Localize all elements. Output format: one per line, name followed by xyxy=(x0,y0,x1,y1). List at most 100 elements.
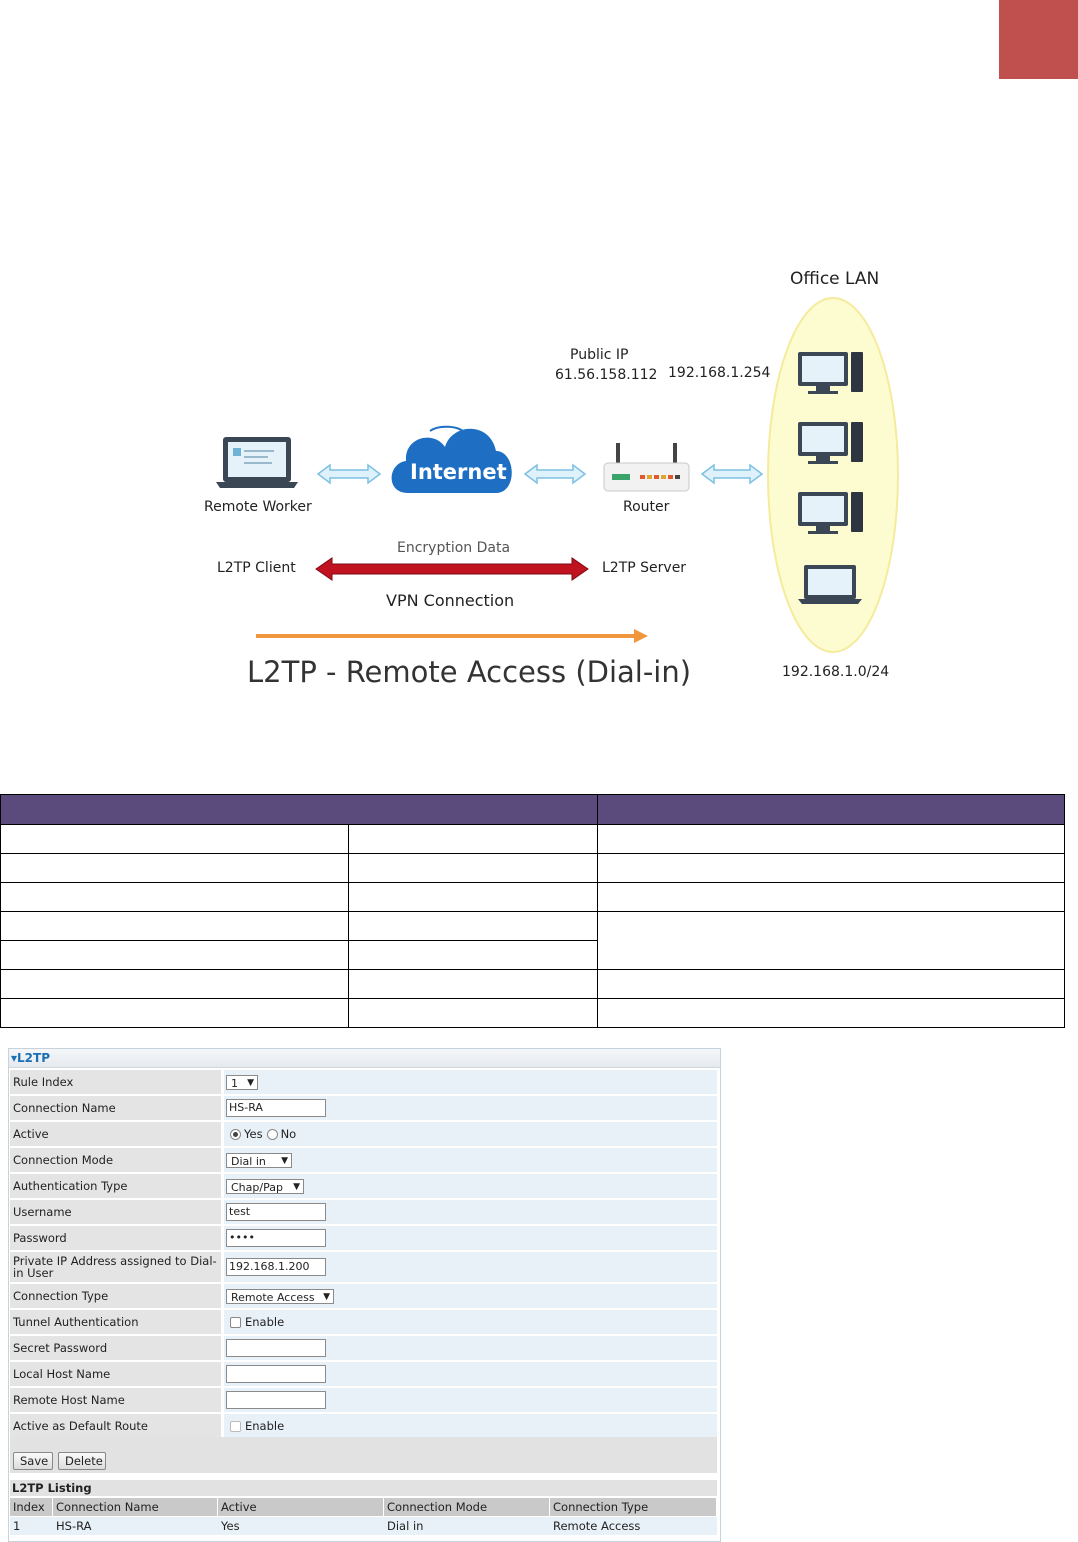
table-row xyxy=(0,998,1065,1028)
connection-type-select[interactable]: Remote Access▼ xyxy=(226,1288,334,1304)
table-cell xyxy=(0,824,349,854)
local-host-label: Local Host Name xyxy=(10,1362,221,1386)
table-cell xyxy=(597,998,1065,1028)
row-secret-password: Secret Password xyxy=(10,1336,717,1360)
connection-mode-select[interactable]: Dial in▼ xyxy=(226,1152,292,1168)
dropdown-arrow-icon: ▼ xyxy=(281,1155,288,1166)
desktop-icon-1 xyxy=(798,352,863,394)
row-auth-type: Authentication Type Chap/Pap▼ xyxy=(10,1174,717,1198)
password-label: Password xyxy=(10,1226,221,1250)
public-ip-label: Public IP xyxy=(570,347,629,363)
row-default-route: Active as Default Route Enable xyxy=(10,1414,717,1438)
header-cell-right xyxy=(597,794,1065,825)
cell-connection-name: HS-RA xyxy=(53,1517,218,1535)
flow-arrow xyxy=(256,629,648,643)
l2tp-diagram: Office LAN Public IP 61.56.158.112 192.1… xyxy=(190,255,910,705)
table-cell xyxy=(597,824,1065,854)
encryption-label: Encryption Data xyxy=(397,540,511,556)
table-cell xyxy=(0,969,349,999)
dropdown-arrow-icon: ▼ xyxy=(293,1181,300,1192)
table-cell xyxy=(0,882,349,912)
table-cell xyxy=(0,998,349,1028)
subnet-label: 192.168.1.0/24 xyxy=(782,664,890,680)
table-cell xyxy=(597,911,1065,970)
local-host-input[interactable] xyxy=(226,1365,326,1383)
collapse-triangle-icon: ▾ xyxy=(11,1051,18,1065)
row-remote-host: Remote Host Name xyxy=(10,1388,717,1412)
l2tp-section-header[interactable]: ▾L2TP xyxy=(9,1049,720,1068)
double-arrow-1 xyxy=(316,463,382,485)
table-cell xyxy=(348,853,598,883)
secret-password-input[interactable] xyxy=(226,1339,326,1357)
username-input[interactable]: test xyxy=(226,1203,326,1221)
row-rule-index: Rule Index 1▼ xyxy=(10,1070,717,1094)
router-label: Router xyxy=(623,499,670,515)
remote-host-label: Remote Host Name xyxy=(10,1388,221,1412)
internet-label: Internet xyxy=(410,460,507,484)
table-row xyxy=(0,853,1065,883)
cell-index: 1 xyxy=(10,1517,53,1535)
active-yes-label: Yes xyxy=(244,1127,263,1141)
corner-tab xyxy=(999,0,1078,79)
save-button[interactable]: Save xyxy=(13,1452,53,1470)
table-cell xyxy=(597,853,1065,883)
delete-button[interactable]: Delete xyxy=(58,1452,106,1470)
connection-name-label: Connection Name xyxy=(10,1096,221,1120)
cell-connection-type: Remote Access xyxy=(550,1517,717,1535)
rule-index-label: Rule Index xyxy=(10,1070,221,1094)
vpn-arrow xyxy=(315,557,589,581)
col-header-active: Active xyxy=(218,1498,384,1516)
active-no-label: No xyxy=(280,1127,297,1141)
connection-type-label: Connection Type xyxy=(10,1284,221,1308)
vpn-connection-label: VPN Connection xyxy=(386,591,515,610)
table-cell xyxy=(0,940,349,970)
private-ip-label: Private IP Address assigned to Dial-in U… xyxy=(10,1252,221,1282)
table-cell xyxy=(348,824,598,854)
active-no-radio[interactable] xyxy=(266,1128,278,1140)
auth-type-select[interactable]: Chap/Pap▼ xyxy=(226,1178,304,1194)
table-row xyxy=(0,882,1065,912)
row-private-ip: Private IP Address assigned to Dial-in U… xyxy=(10,1252,717,1282)
cell-connection-mode: Dial in xyxy=(384,1517,550,1535)
connection-mode-label: Connection Mode xyxy=(10,1148,221,1172)
private-ip-input[interactable]: 192.168.1.200 xyxy=(226,1258,326,1276)
table-cell xyxy=(597,882,1065,912)
listing-header-row: Index Connection Name Active Connection … xyxy=(10,1498,717,1516)
active-yes-radio[interactable] xyxy=(230,1128,241,1140)
row-local-host: Local Host Name xyxy=(10,1362,717,1386)
double-arrow-3 xyxy=(700,463,764,485)
table-cell xyxy=(597,969,1065,999)
secret-password-label: Secret Password xyxy=(10,1336,221,1360)
col-header-index: Index xyxy=(10,1498,53,1516)
office-lan-label: Office LAN xyxy=(790,269,880,289)
rule-index-select[interactable]: 1▼ xyxy=(226,1074,258,1090)
tunnel-auth-checkbox[interactable] xyxy=(230,1316,241,1328)
password-input[interactable]: •••• xyxy=(226,1229,326,1247)
diagram-title: L2TP - Remote Access (Dial-in) xyxy=(247,655,692,689)
row-active: Active Yes No xyxy=(10,1122,717,1146)
public-ip-value: 61.56.158.112 xyxy=(555,367,658,383)
table-cell xyxy=(348,882,598,912)
row-connection-type: Connection Type Remote Access▼ xyxy=(10,1284,717,1308)
connection-name-input[interactable]: HS-RA xyxy=(226,1099,326,1117)
office-lan-ellipse xyxy=(767,297,899,653)
table-cell xyxy=(0,911,349,941)
table-row[interactable]: 1 HS-RA Yes Dial in Remote Access xyxy=(10,1517,717,1535)
listing-title: L2TP Listing xyxy=(10,1480,717,1496)
table-header-row xyxy=(0,794,1065,825)
desktop-icon-2 xyxy=(798,422,863,464)
row-username: Username test xyxy=(10,1200,717,1224)
laptop-icon-lan xyxy=(798,565,862,604)
l2tp-server-label: L2TP Server xyxy=(602,560,687,576)
button-bar: Save Delete xyxy=(10,1437,717,1473)
cloud-icon xyxy=(391,425,512,493)
default-route-label: Active as Default Route xyxy=(10,1414,221,1438)
default-route-checkbox[interactable] xyxy=(230,1420,241,1432)
table-cell xyxy=(348,998,598,1028)
table-row xyxy=(0,940,1065,970)
table-cell xyxy=(348,911,598,941)
remote-host-input[interactable] xyxy=(226,1391,326,1409)
username-label: Username xyxy=(10,1200,221,1224)
cell-active: Yes xyxy=(218,1517,384,1535)
section-title: L2TP xyxy=(17,1051,51,1065)
